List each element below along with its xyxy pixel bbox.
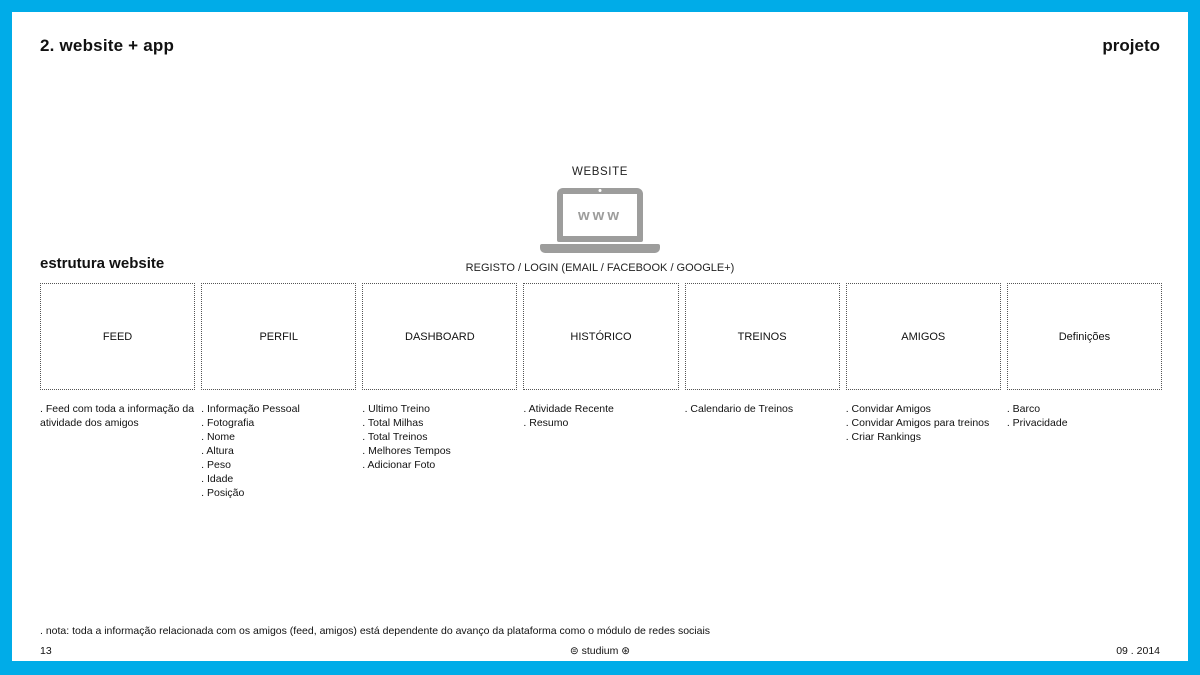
column-label: FEED [102,330,133,343]
list-item: . Atividade Recente [523,403,614,415]
column-label: HISTÓRICO [570,330,632,343]
list-item: . Feed com toda a informação da atividad… [40,403,195,429]
list-item: . Nome [201,431,235,443]
list-item: . Idade [201,473,234,485]
list-item: . Total Treinos [362,431,428,443]
section-title: estrutura website [40,255,165,272]
list-item: . Fotografia [201,417,255,429]
slide-title: 2. website + app [40,36,175,55]
column-label: AMIGOS [901,330,946,343]
section-boxes-row: FEED PERFIL DASHBOARD HISTÓRICO TREINOS … [40,283,1162,390]
column-label: Definições [1058,330,1111,343]
column-label: TREINOS [737,330,787,343]
list-item: . Calendario de Treinos [684,403,794,415]
column-list-definicoes: . Barco . Privacidade [1007,402,1162,500]
column-list-amigos: . Convidar Amigos . Convidar Amigos para … [846,402,1001,500]
section-lists-row: . Feed com toda a informação da atividad… [40,402,1162,500]
column-list-treinos: . Calendario de Treinos [685,402,840,500]
list-item: . Informação Pessoal [201,403,300,415]
list-item: . Barco [1006,403,1041,415]
footnote: . nota: toda a informação relacionada co… [40,625,711,637]
list-item: . Convidar Amigos para treinos [845,417,990,429]
list-item: . Resumo [523,417,569,429]
list-item: . Adicionar Foto [362,459,436,471]
slide-page: 2. website + app projeto WEBSITE www est… [12,12,1188,661]
section-box-historico: HISTÓRICO [523,283,679,390]
column-list-feed: . Feed com toda a informação da atividad… [40,402,195,500]
section-box-perfil: PERFIL [201,283,357,390]
laptop-camera-dot [598,189,602,192]
list-item: . Criar Rankings [845,431,921,443]
column-label: DASHBOARD [405,330,475,343]
laptop-screen: www [557,188,643,242]
section-box-treinos: TREINOS [684,283,840,390]
list-item: . Melhores Tempos [362,445,451,457]
column-list-historico: . Atividade Recente . Resumo [523,402,678,500]
column-label: PERFIL [259,330,298,343]
list-item: . Ultimo Treino [362,403,430,415]
list-item: . Convidar Amigos [845,403,931,415]
laptop-base [540,244,660,253]
date-label: 09 . 2014 [1116,645,1160,657]
www-text: www [577,206,622,224]
list-item: . Privacidade [1006,417,1068,429]
section-box-definicoes: Definições [1006,283,1162,390]
list-item: . Altura [201,445,234,457]
studio-credit: ⊜ studium ⊛ [569,645,631,657]
list-item: . Posição [201,487,245,499]
section-box-feed: FEED [40,283,196,390]
section-box-amigos: AMIGOS [845,283,1001,390]
page-number: 13 [40,645,52,657]
register-login-line: REGISTO / LOGIN (EMAIL / FACEBOOK / GOOG… [465,262,735,274]
website-label: WEBSITE [572,166,628,178]
list-item: . Peso [201,459,231,471]
section-box-dashboard: DASHBOARD [362,283,518,390]
project-label: projeto [1102,36,1160,55]
column-list-dashboard: . Ultimo Treino . Total Milhas . Total Tre… [362,402,517,500]
list-item: . Total Milhas [362,417,424,429]
laptop-www-icon: www [540,188,660,253]
column-list-perfil: . Informação Pessoal . Fotografia . Nome . … [201,402,356,500]
